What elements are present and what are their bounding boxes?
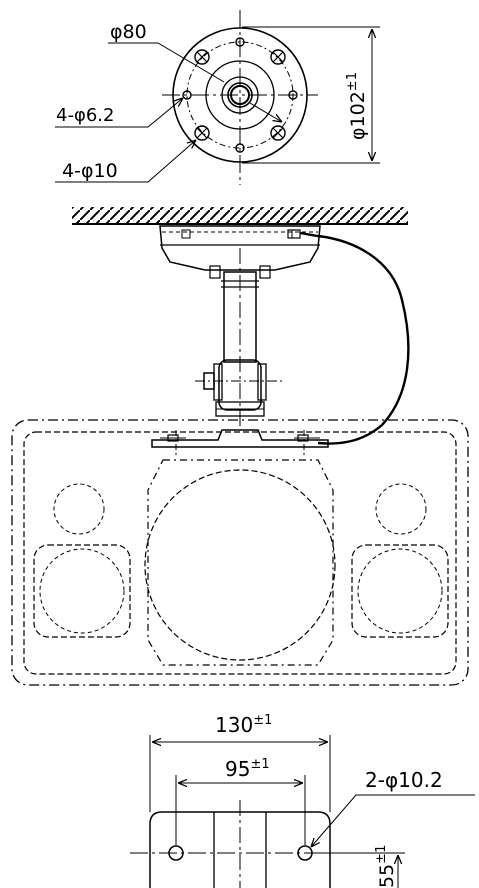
mid-driver-right <box>357 548 443 634</box>
label-phi10: 4-φ10 <box>62 160 118 182</box>
bottom-hole-left <box>168 845 184 861</box>
speaker-outline <box>11 419 469 686</box>
flange-top-view <box>55 10 380 185</box>
bottom-plate-view <box>130 735 475 888</box>
woofer-frame <box>147 459 334 666</box>
large-hole-br <box>270 125 286 141</box>
label-130: 130±1 <box>215 713 272 737</box>
small-hole-top <box>235 37 245 47</box>
base-screw-left <box>181 229 191 239</box>
mid-driver-box-right <box>351 544 449 638</box>
mounting-plate <box>151 429 329 448</box>
label-phi102: φ102±1 <box>345 72 369 140</box>
speaker-cabinet-outer <box>11 419 469 686</box>
label-phi10-2: 2-φ10.2 <box>365 768 443 792</box>
label-55: 55±1 <box>374 845 398 888</box>
large-hole-bl <box>194 125 210 141</box>
label-phi6-2: 4-φ6.2 <box>56 105 114 126</box>
leader-phi80-arrow <box>249 102 282 122</box>
speaker-baffle <box>23 431 457 675</box>
bracket-assembly <box>151 225 410 458</box>
leader-phi6-2 <box>55 98 183 128</box>
label-phi80: φ80 <box>110 21 147 43</box>
small-hole-bottom <box>235 143 245 153</box>
bottom-plate-outline <box>149 811 331 888</box>
cable-clip <box>287 229 301 239</box>
leader-phi80 <box>108 42 225 83</box>
small-hole-left <box>182 90 192 100</box>
mid-driver-box-left <box>33 544 131 638</box>
tweeter-left <box>53 483 105 535</box>
base-screw-right <box>291 229 301 239</box>
small-hole-right <box>288 90 298 100</box>
large-hole-tl <box>194 49 210 65</box>
label-95: 95±1 <box>225 757 270 781</box>
base-nut-right <box>259 265 271 279</box>
leader-phi10-2 <box>311 794 475 847</box>
leader-phi10 <box>55 140 196 183</box>
base-nut-left <box>209 265 221 279</box>
bracket-base-cover <box>159 225 321 271</box>
mid-driver-left <box>39 548 125 634</box>
tweeter-right <box>375 483 427 535</box>
joint-block <box>218 359 262 411</box>
ceiling <box>72 207 408 225</box>
large-hole-tr <box>270 49 286 65</box>
ceiling-hatch <box>72 207 408 223</box>
woofer-cone <box>144 469 336 661</box>
speaker-cable <box>299 231 410 445</box>
